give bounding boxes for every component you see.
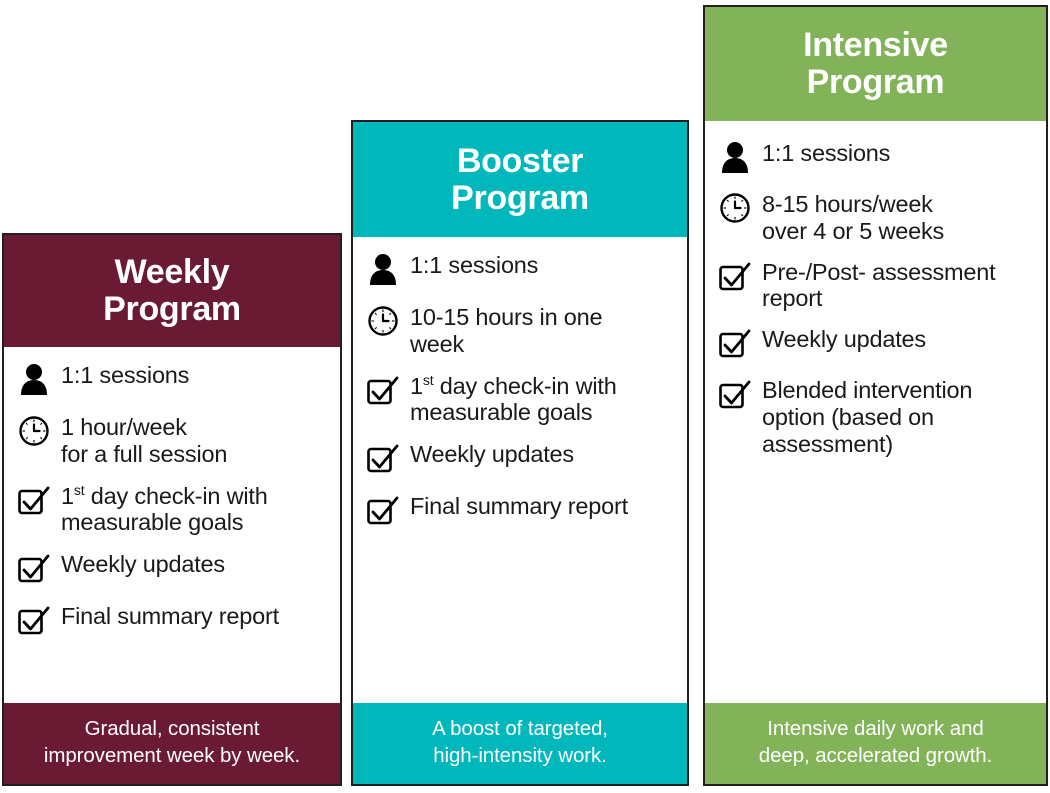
footer-line-2: improvement week by week. <box>43 743 301 767</box>
feature-line-1: Final summary report <box>410 493 628 520</box>
feature-text: 1 hour/week for a full session <box>61 413 227 468</box>
feature-line-1: Final summary report <box>61 603 279 630</box>
feature-item: Weekly updates <box>16 550 330 588</box>
feature-text: Weekly updates <box>61 550 225 578</box>
person-icon <box>365 251 401 289</box>
card-title-line1: Intensive <box>803 26 948 65</box>
card-title-line2: Program <box>451 178 589 217</box>
card-footer-weekly: Gradual, consistent improvement week by … <box>4 703 340 784</box>
checkbox-icon <box>16 482 52 520</box>
ordinal-suffix: st <box>422 371 434 388</box>
ordinal-suffix: st <box>73 481 85 498</box>
feature-line-1: Weekly updates <box>762 326 926 353</box>
feature-line-1: 1:1 sessions <box>410 252 539 278</box>
card-body-weekly: 1:1 sessions 1 hour/week for a full sess… <box>4 347 340 703</box>
feature-item: Final summary report <box>365 492 677 530</box>
clock-icon <box>16 413 52 451</box>
feature-text: 8-15 hours/week over 4 or 5 weeks <box>762 190 944 245</box>
feature-line-2: measurable goals <box>410 399 593 426</box>
footer-line-1: Intensive daily work and <box>767 716 984 740</box>
feature-line-2: option (based on <box>762 403 934 430</box>
feature-item: Final summary report <box>16 602 330 640</box>
checkbox-icon <box>717 376 753 414</box>
footer-line-1: A boost of targeted, <box>432 716 608 740</box>
feature-item: 8-15 hours/week over 4 or 5 weeks <box>717 190 1036 245</box>
clock-icon <box>717 190 753 228</box>
checkbox-icon <box>365 372 401 410</box>
program-card-booster[interactable]: Booster Program 1:1 sessions 10-15 hours… <box>351 120 689 786</box>
feature-line-1: 1:1 sessions <box>61 362 190 388</box>
feature-text: 1:1 sessions <box>410 251 538 279</box>
feature-line-2: report <box>762 285 823 312</box>
person-icon <box>16 361 52 399</box>
person-icon <box>717 139 753 177</box>
feature-text: 1:1 sessions <box>61 361 189 389</box>
feature-text: Pre-/Post- assessment report <box>762 258 996 313</box>
feature-text: Final summary report <box>410 492 628 520</box>
feature-text: 1st day check-in with measurable goals <box>61 482 268 537</box>
card-body-booster: 1:1 sessions 10-15 hours in one week 1st… <box>353 237 687 703</box>
card-title-line2: Program <box>806 63 945 101</box>
card-title-line1: Weekly <box>114 253 230 292</box>
feature-item: Blended intervention option (based on as… <box>717 376 1036 457</box>
feature-text: 1st day check-in with measurable goals <box>410 372 617 427</box>
feature-item: Weekly updates <box>365 440 677 478</box>
program-card-weekly[interactable]: Weekly Program 1:1 sessions 1 hour/week <box>2 233 342 786</box>
footer-line-2: high-intensity work. <box>433 743 607 767</box>
feature-line-1: 1 <box>410 372 423 399</box>
feature-line-1: Weekly updates <box>410 441 574 468</box>
feature-text: Weekly updates <box>762 325 926 353</box>
feature-line-2: week <box>410 330 465 357</box>
feature-line-1: 10-15 hours in one <box>410 304 603 330</box>
feature-item: Weekly updates <box>717 325 1036 363</box>
feature-item: 1:1 sessions <box>16 361 330 399</box>
feature-line-1: 8-15 hours/week <box>762 191 933 217</box>
feature-text: Blended intervention option (based on as… <box>762 376 972 457</box>
card-footer-booster: A boost of targeted, high-intensity work… <box>353 703 687 784</box>
footer-line-1: Gradual, consistent <box>84 716 260 740</box>
feature-item: 1:1 sessions <box>365 251 677 289</box>
body-spacer <box>365 544 677 697</box>
feature-text: 1:1 sessions <box>762 139 890 167</box>
body-spacer <box>717 470 1036 697</box>
feature-text: Final summary report <box>61 602 279 630</box>
checkbox-icon <box>16 550 52 588</box>
feature-item: 1st day check-in with measurable goals <box>16 482 330 537</box>
card-body-intensive: 1:1 sessions 8-15 hours/week over 4 or 5… <box>705 121 1046 703</box>
feature-text: 10-15 hours in one week <box>410 303 603 358</box>
feature-text: Weekly updates <box>410 440 574 468</box>
feature-line-1: 1 hour/week <box>61 414 187 440</box>
feature-line-2: measurable goals <box>61 509 244 536</box>
feature-line-2: for a full session <box>61 440 228 467</box>
feature-line-1: Pre-/Post- assessment <box>762 258 996 285</box>
body-spacer <box>16 654 330 697</box>
feature-item: Pre-/Post- assessment report <box>717 258 1036 313</box>
feature-line-1: 1:1 sessions <box>762 140 891 166</box>
feature-line-1: Weekly updates <box>61 551 225 578</box>
checkbox-icon <box>16 602 52 640</box>
card-title-line2: Program <box>103 290 241 328</box>
feature-item: 1 hour/week for a full session <box>16 413 330 468</box>
checkbox-icon <box>717 258 753 296</box>
footer-line-2: deep, accelerated growth. <box>758 743 993 767</box>
card-title-line1: Booster <box>456 141 584 180</box>
checkbox-icon <box>365 440 401 478</box>
program-card-intensive[interactable]: Intensive Program 1:1 sessions 8-15 hour… <box>703 5 1048 786</box>
feature-item: 1st day check-in with measurable goals <box>365 372 677 427</box>
feature-item: 1:1 sessions <box>717 139 1036 177</box>
checkbox-icon <box>365 492 401 530</box>
feature-line-3: assessment) <box>762 430 894 457</box>
checkbox-icon <box>717 325 753 363</box>
card-header-weekly: Weekly Program <box>4 235 340 347</box>
feature-line-2: over 4 or 5 weeks <box>762 217 945 244</box>
feature-line-1: 1 <box>61 482 74 509</box>
feature-line-1: Blended intervention <box>762 377 973 404</box>
feature-item: 10-15 hours in one week <box>365 303 677 358</box>
card-header-intensive: Intensive Program <box>705 7 1046 121</box>
feature-line-1-rest: day check-in with <box>433 372 617 399</box>
clock-icon <box>365 303 401 341</box>
feature-line-1-rest: day check-in with <box>84 482 268 509</box>
card-footer-intensive: Intensive daily work and deep, accelerat… <box>705 703 1046 784</box>
card-header-booster: Booster Program <box>353 122 687 237</box>
